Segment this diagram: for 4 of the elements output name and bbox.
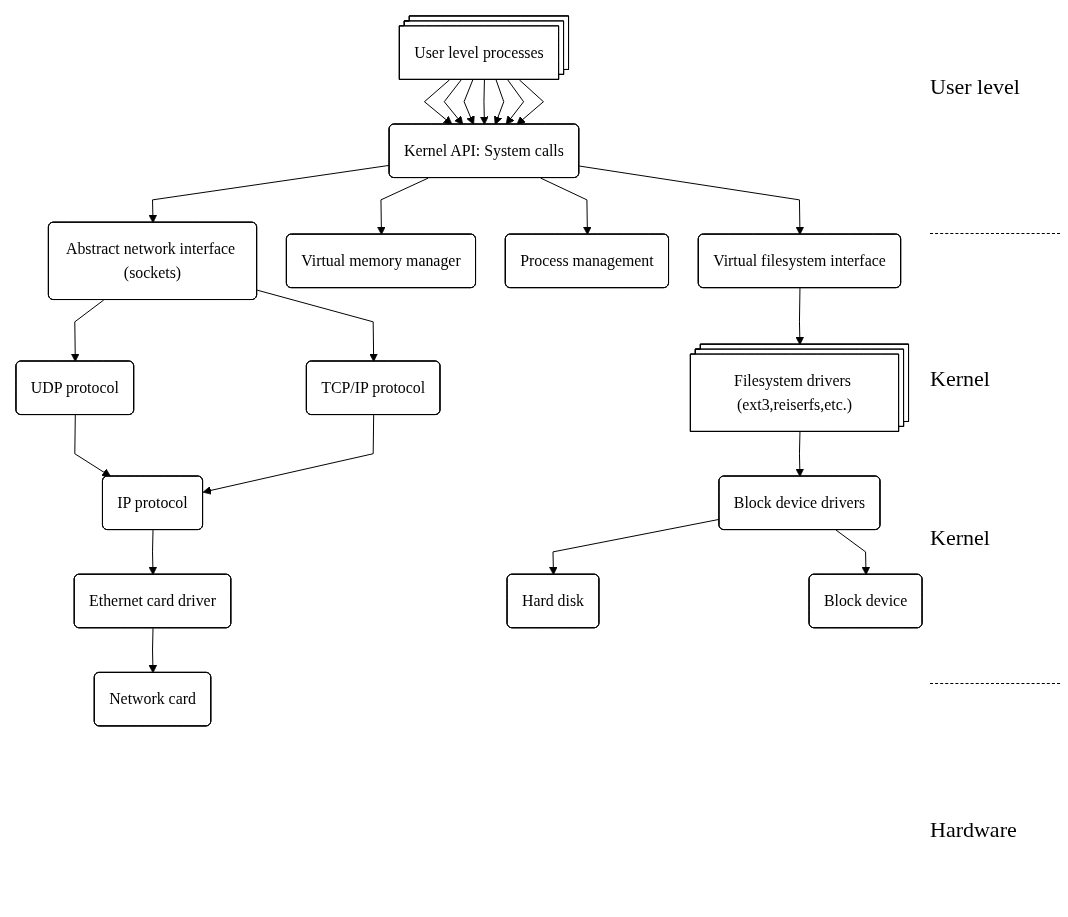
layer-label: Hardware [930, 816, 1018, 843]
layer-label: Kernel [930, 366, 991, 393]
layer-label: Kernel [930, 524, 991, 551]
layer-label: User level [930, 74, 1021, 101]
